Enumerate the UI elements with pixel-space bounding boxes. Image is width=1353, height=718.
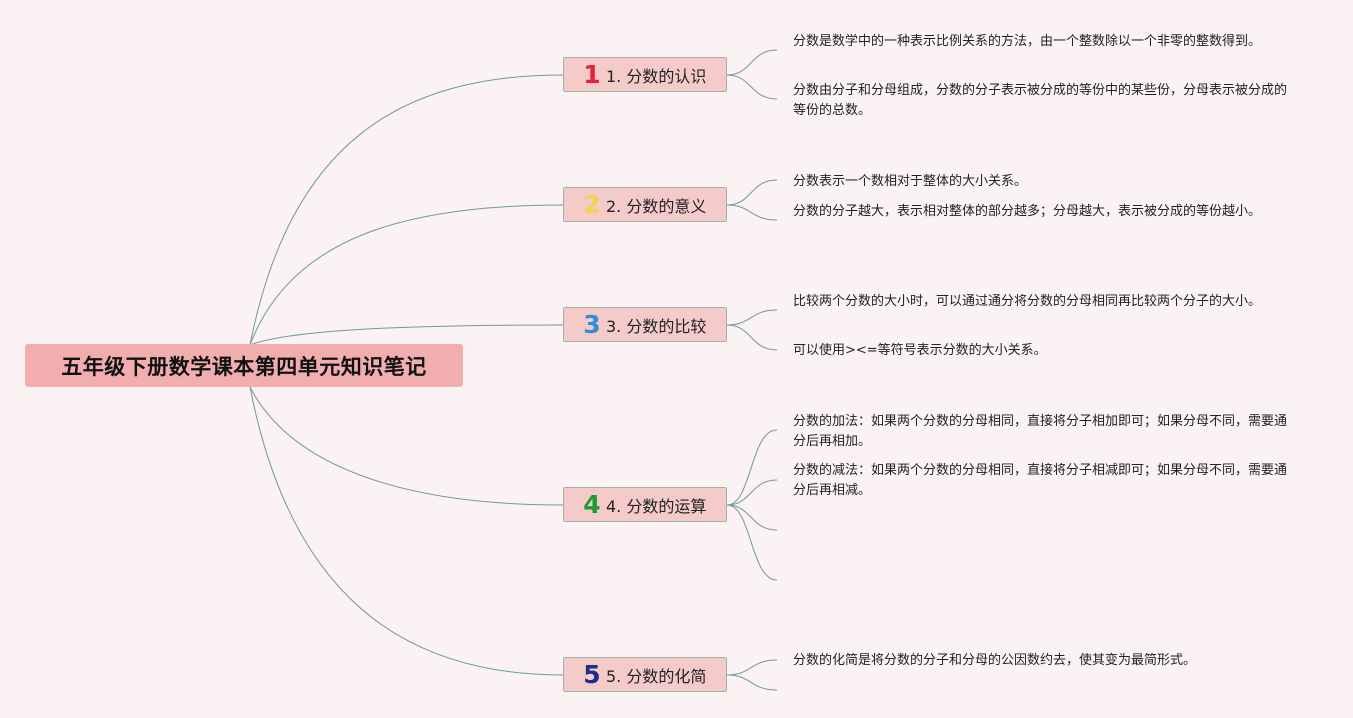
topic-5-note-1[interactable]: 分数的化简是将分数的分子和分母的公因数约去，使其变为最简形式。 [793, 653, 1197, 668]
topic-4-note-1[interactable]: 分数的加法：如果两个分数的分母相同，直接将分子相加即可；如果分母不同，需要通分后… [793, 414, 1288, 449]
branch-2-2 [726, 204, 778, 221]
branch-1-1 [726, 49, 778, 76]
topic-4-title: 4. 分数的运算 [606, 496, 707, 516]
branch-4-4 [726, 504, 778, 581]
root-link-1 [249, 74, 564, 346]
branch-4-1 [726, 429, 778, 506]
branch-2-1 [726, 179, 778, 206]
root-link-5 [249, 386, 564, 676]
number-3-marker-icon: 3 [583, 310, 601, 339]
root-title: 五年级下册数学课本第四单元知识笔记 [61, 354, 427, 379]
branch-1-2 [726, 74, 778, 100]
topic-4[interactable]: 4 4. 分数的运算 [563, 487, 727, 522]
number-4-marker-icon: 4 [583, 490, 601, 519]
branch-5-2 [726, 674, 778, 691]
number-5-marker-icon: 5 [583, 660, 601, 689]
topic-1-title: 1. 分数的认识 [606, 66, 707, 86]
branch-4-3 [726, 504, 778, 531]
topic-3-note-2[interactable]: 可以使用><=等符号表示分数的大小关系。 [793, 343, 1047, 358]
number-1-marker-icon: 1 [583, 60, 601, 89]
topic-1-note-1[interactable]: 分数是数学中的一种表示比例关系的方法，由一个整数除以一个非零的整数得到。 [793, 34, 1262, 49]
topic-2[interactable]: 2 2. 分数的意义 [563, 187, 727, 222]
topic-2-note-2[interactable]: 分数的分子越大，表示相对整体的部分越多；分母越大，表示被分成的等份越小。 [793, 204, 1262, 219]
root-topic[interactable]: 五年级下册数学课本第四单元知识笔记 [25, 344, 463, 387]
topic-2-title: 2. 分数的意义 [606, 196, 707, 216]
branch-3-1 [726, 309, 778, 326]
topic-5-title: 5. 分数的化简 [606, 666, 707, 686]
topic-1[interactable]: 1 1. 分数的认识 [563, 57, 727, 92]
topic-3-note-1[interactable]: 比较两个分数的大小时，可以通过通分将分数的分母相同再比较两个分子的大小。 [793, 294, 1262, 309]
topic-3-title: 3. 分数的比较 [606, 316, 707, 336]
branch-5-1 [726, 659, 778, 676]
topic-5[interactable]: 5 5. 分数的化简 [563, 657, 727, 692]
topic-4-note-2[interactable]: 分数的减法：如果两个分数的分母相同，直接将分子相减即可；如果分母不同，需要通分后… [793, 463, 1288, 498]
branch-3-2 [726, 324, 778, 351]
branch-4-2 [726, 479, 778, 506]
root-link-4 [249, 386, 564, 506]
topic-3[interactable]: 3 3. 分数的比较 [563, 307, 727, 342]
topic-2-note-1[interactable]: 分数表示一个数相对于整体的大小关系。 [793, 174, 1028, 189]
root-link-3 [249, 324, 564, 346]
number-2-marker-icon: 2 [583, 190, 601, 219]
topic-1-note-2[interactable]: 分数由分子和分母组成，分数的分子表示被分成的等份中的某些份，分母表示被分成的等份… [793, 83, 1288, 118]
root-link-2 [249, 204, 564, 346]
